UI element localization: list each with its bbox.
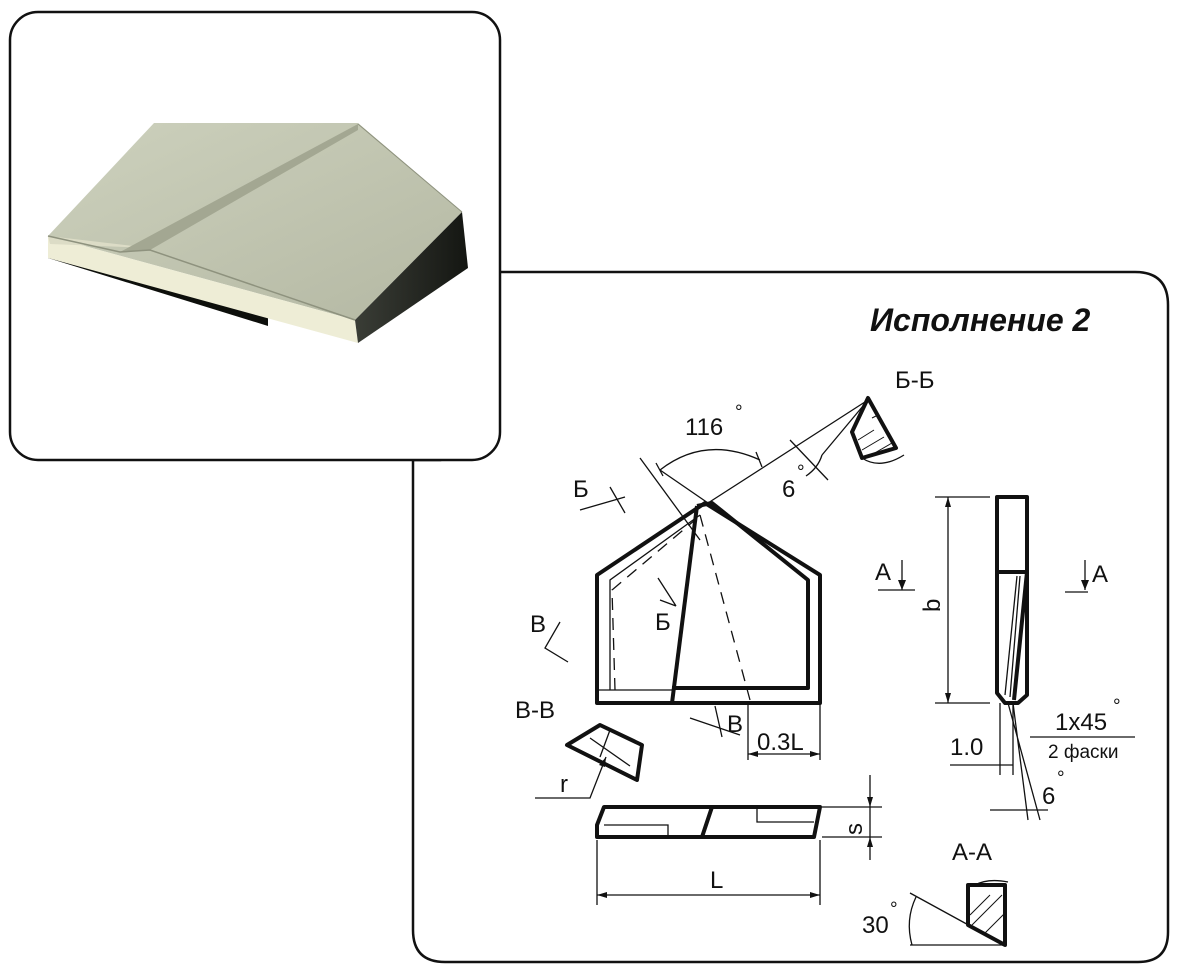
section-vv xyxy=(535,723,644,799)
angle-116-label: 116 xyxy=(685,414,723,441)
section-vv-label: В-В xyxy=(515,697,555,724)
section-aa-label: А-А xyxy=(952,839,992,866)
cut-b-top-label: Б xyxy=(573,476,589,503)
variant-title: Исполнение 2 xyxy=(870,302,1091,338)
bottom-view xyxy=(595,775,882,905)
angle-30-label: 30 xyxy=(862,912,889,939)
angle-6-side-label: 6 xyxy=(1042,783,1055,810)
insert-3d-render xyxy=(47,123,468,343)
dim-L-label: L xyxy=(710,867,723,894)
dim-r-label: r xyxy=(560,771,568,798)
cut-b-mid-label: Б xyxy=(655,609,671,636)
degree-6-top: ° xyxy=(797,462,805,483)
degree-30: ° xyxy=(890,899,898,920)
chamfer-note-label: 2 фаски xyxy=(1048,742,1118,763)
drawing-frame xyxy=(411,270,1170,964)
cut-v-bottom-label: В xyxy=(727,711,743,738)
chamfer-label: 1x45 xyxy=(1055,709,1107,736)
plan-view xyxy=(544,399,869,760)
degree-chamfer: ° xyxy=(1113,696,1121,717)
section-aa xyxy=(908,879,1009,947)
degree-116: ° xyxy=(735,402,743,423)
dim-s-label: s xyxy=(841,823,868,835)
cut-a-right-label: А xyxy=(1092,561,1108,588)
angle-6-top-label: 6 xyxy=(782,476,795,503)
dim-03L-label: 0.3L xyxy=(757,729,804,756)
cut-v-left-label: В xyxy=(530,611,546,638)
dim-b-label: b xyxy=(919,599,946,612)
dim-10-label: 1.0 xyxy=(950,734,983,761)
side-view xyxy=(878,495,1135,821)
degree-6-side: ° xyxy=(1057,768,1065,789)
section-bb xyxy=(789,396,905,481)
cut-a-left-label: А xyxy=(875,559,891,586)
section-bb-label: Б-Б xyxy=(895,367,935,394)
